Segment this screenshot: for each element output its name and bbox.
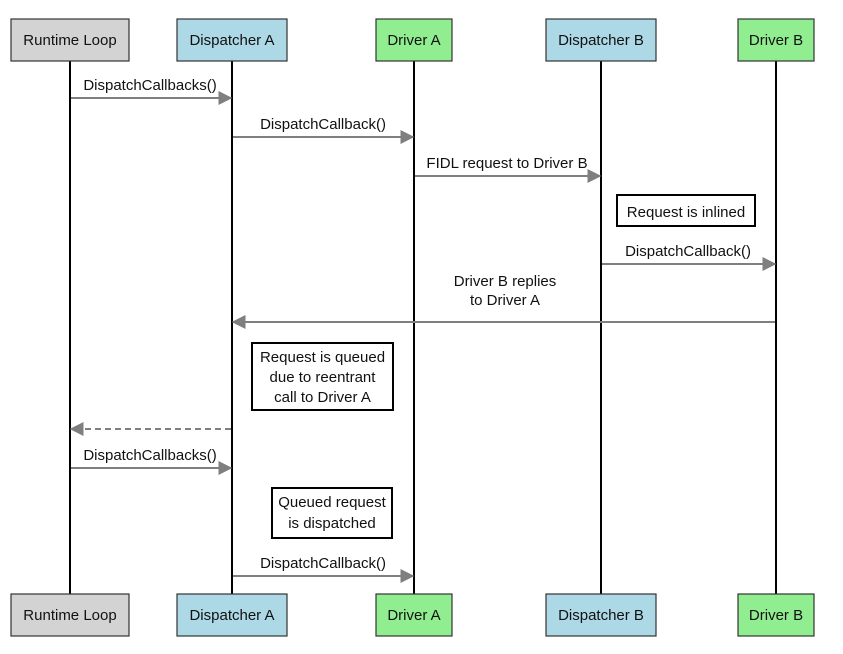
note-text: is dispatched — [288, 515, 376, 532]
actor-label: Driver B — [749, 32, 803, 49]
actor-runtime-loop-bottom: Runtime Loop — [10, 593, 130, 637]
actor-dispatcher-a-top: Dispatcher A — [176, 18, 288, 62]
actor-label: Dispatcher A — [189, 607, 274, 624]
actor-box — [375, 18, 453, 62]
message-1: DispatchCallbacks() — [71, 77, 233, 105]
message-label: DispatchCallback() — [260, 555, 386, 572]
message-label: to Driver A — [470, 292, 540, 309]
actor-label: Dispatcher B — [558, 32, 644, 49]
actor-dispatcher-b-top: Dispatcher B — [545, 18, 657, 62]
message-label: DispatchCallbacks() — [83, 447, 216, 464]
actor-dispatcher-b-bottom: Dispatcher B — [545, 593, 657, 637]
actor-label: Dispatcher A — [189, 32, 274, 49]
note-box — [251, 342, 394, 411]
note-text: Request is inlined — [627, 204, 745, 221]
message-3: FIDL request to Driver B — [415, 155, 602, 183]
actor-label: Driver B — [749, 607, 803, 624]
note-text: Request is queued — [260, 349, 385, 366]
actor-driver-b-bottom: Driver B — [737, 593, 815, 637]
note-3: Queued request is dispatched — [271, 487, 393, 539]
actor-label: Driver A — [387, 607, 440, 624]
note-text: call to Driver A — [274, 389, 371, 406]
message-8: DispatchCallback() — [233, 555, 415, 583]
message-4: DispatchCallback() — [602, 243, 777, 271]
message-2: DispatchCallback() — [233, 116, 415, 144]
message-5: Driver B replies to Driver A — [231, 273, 775, 329]
actor-box — [737, 18, 815, 62]
actor-label: Runtime Loop — [23, 607, 116, 624]
message-label: Driver B replies — [454, 273, 557, 290]
actor-driver-b-top: Driver B — [737, 18, 815, 62]
actor-dispatcher-a-bottom: Dispatcher A — [176, 593, 288, 637]
actor-box — [545, 18, 657, 62]
note-2: Request is queued due to reentrant call to… — [251, 342, 394, 411]
actor-box — [545, 593, 657, 637]
note-box — [616, 194, 756, 227]
message-label: DispatchCallbacks() — [83, 77, 216, 94]
actor-box — [375, 593, 453, 637]
message-label: DispatchCallback() — [625, 243, 751, 260]
actor-box — [176, 593, 288, 637]
actor-driver-a-bottom: Driver A — [375, 593, 453, 637]
actor-box — [737, 593, 815, 637]
message-label: FIDL request to Driver B — [426, 155, 587, 172]
message-7: DispatchCallbacks() — [71, 447, 233, 475]
actor-driver-a-top: Driver A — [375, 18, 453, 62]
note-box — [271, 487, 393, 539]
actor-label: Driver A — [387, 32, 440, 49]
actor-box — [176, 18, 288, 62]
actor-box — [10, 593, 130, 637]
message-label: DispatchCallback() — [260, 116, 386, 133]
actor-box — [10, 18, 130, 62]
note-1: Request is inlined — [616, 194, 756, 227]
actor-runtime-loop-top: Runtime Loop — [10, 18, 130, 62]
note-text: due to reentrant — [270, 369, 377, 386]
actor-label: Dispatcher B — [558, 607, 644, 624]
note-text: Queued request — [278, 494, 386, 511]
actor-label: Runtime Loop — [23, 32, 116, 49]
